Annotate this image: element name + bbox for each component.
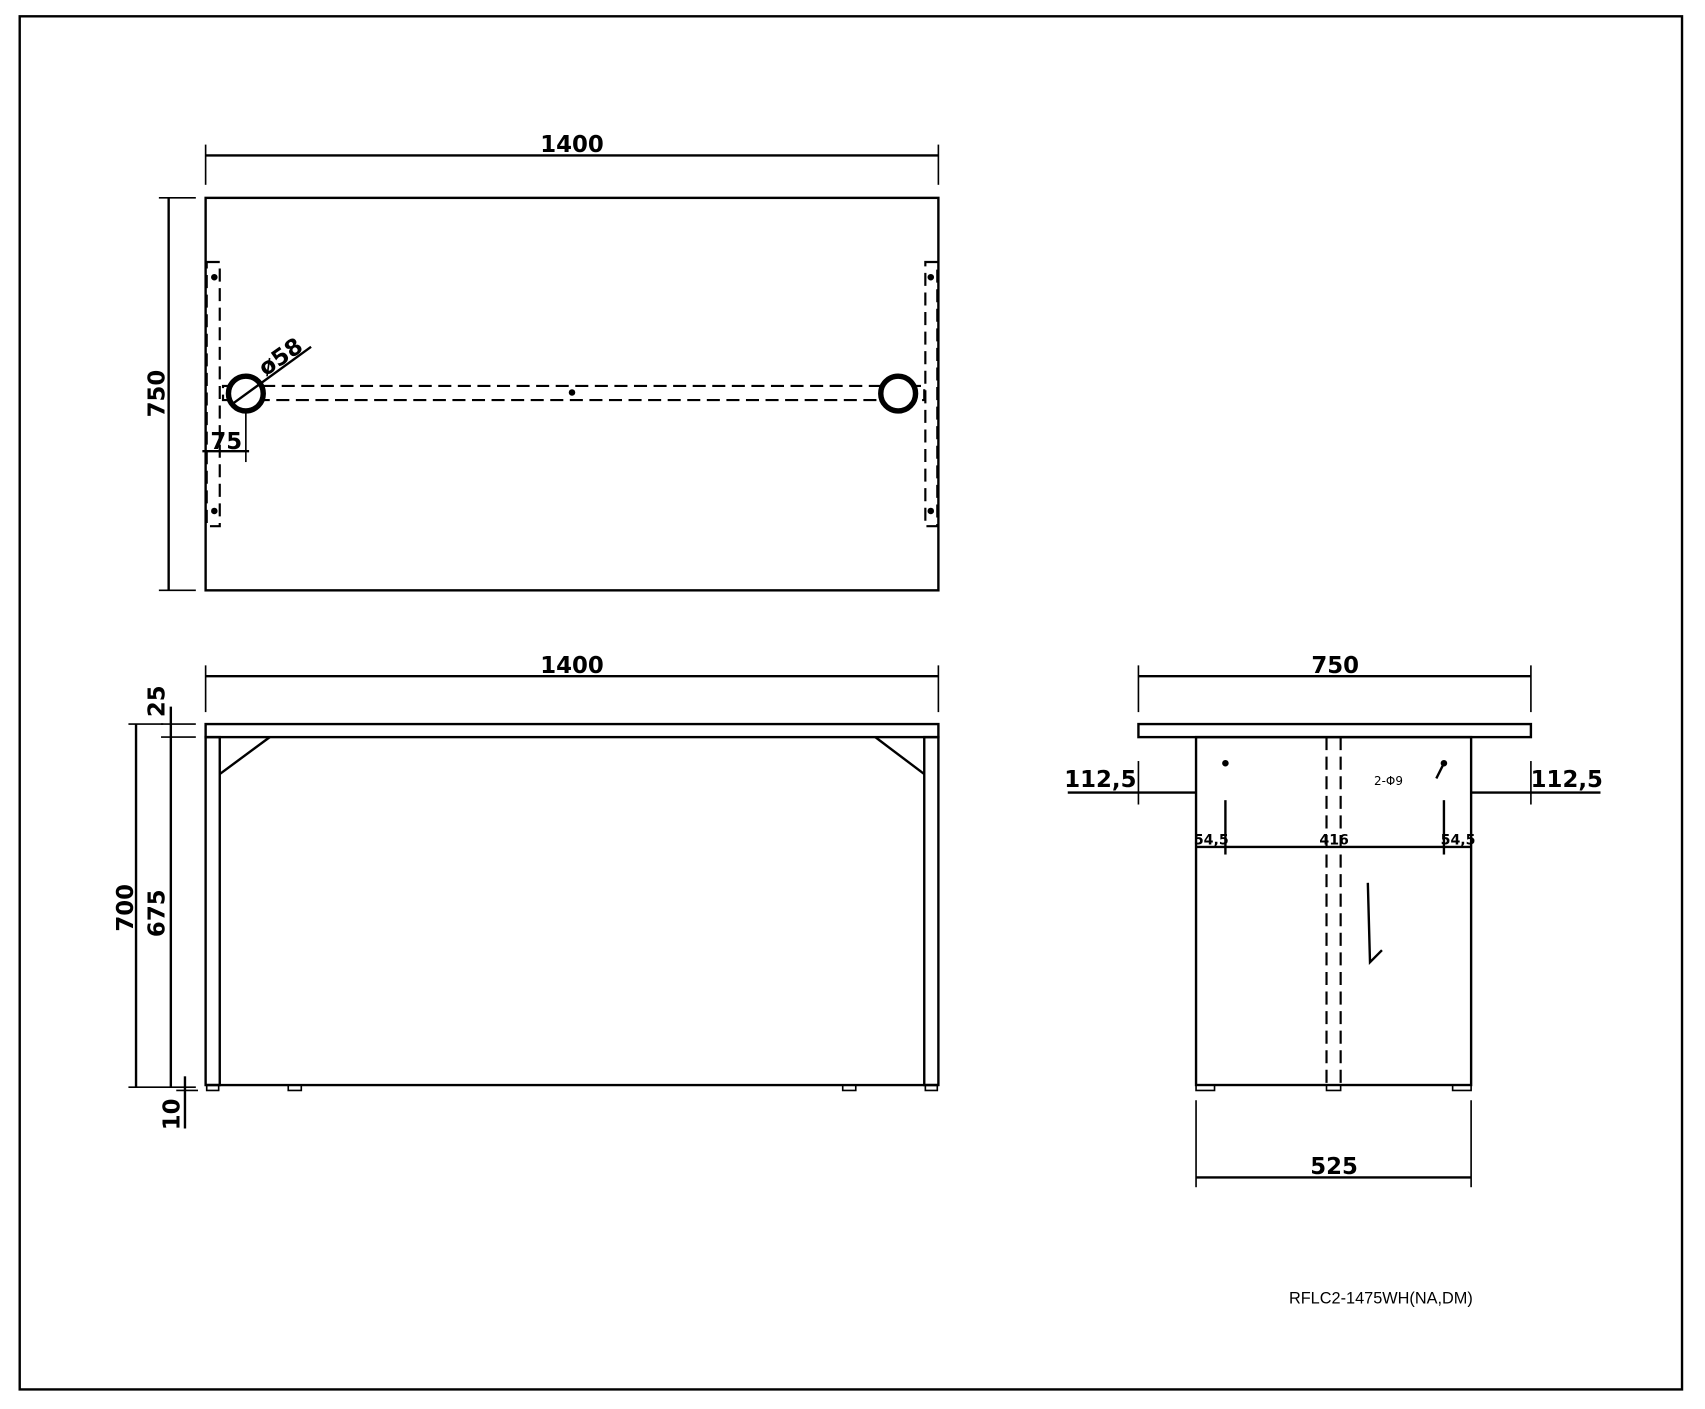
right-hole-offset-label: 54,5 <box>1441 833 1476 849</box>
right-grommet <box>878 373 919 414</box>
panel-width-label: 525 <box>1310 1154 1358 1180</box>
side-tabletop <box>1137 722 1533 739</box>
drawing-frame <box>18 15 1684 1391</box>
side-view: 750 112,5 112,5 2-Φ9 54,5 416 54,5 525 <box>1064 653 1603 1188</box>
plan-view: 1400 750 ø58 75 <box>144 132 940 592</box>
plan-depth-label: 750 <box>144 370 170 418</box>
left-hole-offset-label: 54,5 <box>1194 833 1229 849</box>
grommet-diameter-label: ø58 <box>254 333 308 382</box>
front-view: 1400 25 700 675 10 <box>113 653 940 1130</box>
right-leg-rail <box>924 260 939 528</box>
cross-rail <box>221 384 926 402</box>
front-width-label: 1400 <box>540 653 604 679</box>
hole-spacing-label: 416 <box>1319 833 1349 849</box>
foot-height-label: 10 <box>160 1098 186 1130</box>
side-width-label: 750 <box>1311 653 1359 679</box>
front-right-leg <box>923 735 940 1087</box>
hole-label: 2-Φ9 <box>1374 774 1403 788</box>
left-leg-rail <box>205 260 221 528</box>
side-panel <box>1194 735 1473 1087</box>
front-left-leg <box>204 735 221 1087</box>
model-code: RFLC2-1475WH(NA,DM) <box>1289 1290 1473 1308</box>
total-height-label: 700 <box>113 884 139 932</box>
grommet-offset-label: 75 <box>210 429 242 455</box>
top-thickness-label: 25 <box>144 685 170 717</box>
front-tabletop <box>204 722 940 739</box>
left-overhang-label: 112,5 <box>1064 767 1136 793</box>
right-overhang-label: 112,5 <box>1531 767 1603 793</box>
leg-height-label: 675 <box>144 889 170 937</box>
door-handle <box>1366 882 1383 965</box>
plan-width-label: 1400 <box>540 132 604 158</box>
